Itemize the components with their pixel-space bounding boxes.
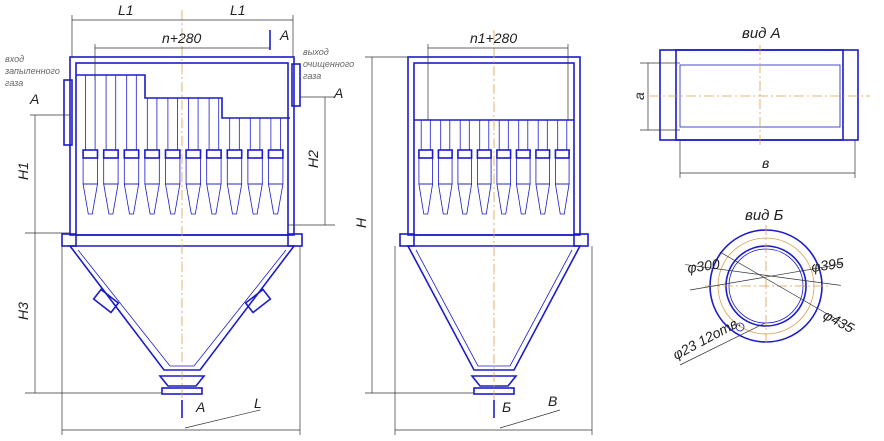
view-b-title: вид Б xyxy=(745,207,784,224)
left-view: L1 L1 n+280 A вход запыленного газа выхо… xyxy=(4,2,354,435)
cyclone xyxy=(205,98,222,215)
cyclone xyxy=(267,118,284,215)
bolt-hole xyxy=(735,322,745,332)
view-a-title: вид А xyxy=(742,25,781,42)
dim-l1-right: L1 xyxy=(230,2,246,18)
dim-a: a xyxy=(631,92,647,100)
dim-395: φ395 xyxy=(810,255,845,275)
view-b: вид Б φ300 φ395 φ435 φ23 12отв. xyxy=(670,207,857,366)
cyclone xyxy=(144,98,161,215)
section-a-top: A xyxy=(279,27,289,43)
cyclone xyxy=(102,75,119,215)
cyclone xyxy=(496,120,512,215)
view-a: вид А a в xyxy=(631,25,870,178)
dim-v: в xyxy=(762,155,769,171)
dim-300: φ300 xyxy=(686,256,721,276)
cyclone xyxy=(457,120,473,215)
cyclone xyxy=(226,118,243,215)
cyclone xyxy=(185,98,202,215)
inlet-label-1: вход xyxy=(5,54,24,64)
cyclone-group-left xyxy=(82,75,284,215)
outlet-flange xyxy=(291,63,301,107)
inlet-label-2: запыленного xyxy=(4,66,60,76)
outlet-label-3: газа xyxy=(303,71,321,81)
outlet-cone xyxy=(158,375,206,387)
cyclone xyxy=(476,120,492,215)
hopper xyxy=(406,245,582,371)
section-a-right: A xyxy=(333,85,343,101)
cyclone xyxy=(515,120,531,215)
cyclone xyxy=(418,120,434,215)
dim-l: L xyxy=(254,395,262,411)
hatch-right xyxy=(244,288,272,314)
cyclone xyxy=(82,75,99,215)
dim-n1280: n1+280 xyxy=(470,30,517,46)
cyclone xyxy=(247,118,264,215)
section-a-left: A xyxy=(29,91,39,107)
dim-h3: H3 xyxy=(15,302,31,320)
cyclone xyxy=(554,120,570,215)
cyclone xyxy=(164,98,181,215)
dim-h1: H1 xyxy=(15,162,31,180)
hatch-left xyxy=(92,288,120,314)
outlet-label-1: выход xyxy=(303,47,329,57)
inlet-label-3: газа xyxy=(5,78,23,88)
dim-b: B xyxy=(548,393,557,409)
dim-n280: n+280 xyxy=(162,30,202,46)
cyclone xyxy=(437,120,453,215)
outlet-label-2: очищенного xyxy=(303,59,354,69)
cyclone xyxy=(123,75,140,215)
dim-h: H xyxy=(353,217,369,228)
stepped-collector xyxy=(76,74,290,119)
cyclone-group-middle xyxy=(418,120,570,215)
dim-h2: H2 xyxy=(305,150,321,168)
dim-l1-left: L1 xyxy=(118,2,134,18)
view-b-mark: Б xyxy=(502,399,511,415)
hopper xyxy=(68,245,296,371)
section-a-bottom: A xyxy=(195,399,205,415)
cyclone xyxy=(535,120,551,215)
dim-holes: φ23 12отв. xyxy=(670,313,744,362)
inlet-flange xyxy=(63,79,73,146)
middle-view: n1+280 H B Б xyxy=(353,30,593,435)
dim-435: φ435 xyxy=(821,307,857,336)
